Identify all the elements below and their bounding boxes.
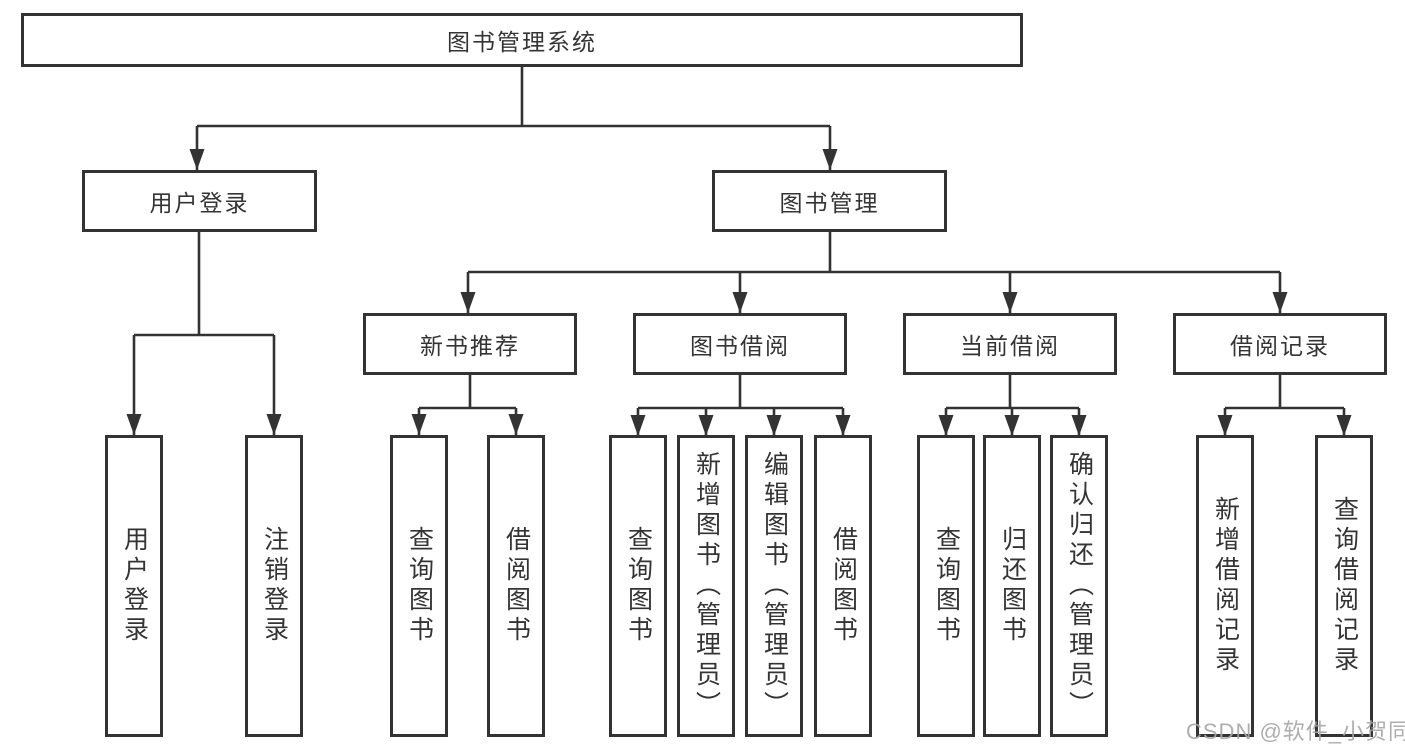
leaf-user-login-label: 用户登录 — [120, 526, 149, 646]
leaf-bb-query-books-label: 查询图书 — [624, 526, 653, 646]
node-current-borrowing: 当前借阅 — [903, 313, 1117, 375]
leaf-cb-query-books: 查询图书 — [917, 435, 975, 737]
node-book-borrowing-label: 图书借阅 — [690, 333, 790, 359]
node-book-borrowing: 图书借阅 — [633, 313, 847, 375]
leaf-bb-query-books: 查询图书 — [609, 435, 667, 737]
leaf-nb-borrow-books-label: 借阅图书 — [502, 526, 531, 646]
leaf-cb-return-books: 归还图书 — [983, 435, 1041, 737]
node-new-book-recommend: 新书推荐 — [363, 313, 577, 375]
leaf-cb-query-books-label: 查询图书 — [932, 526, 961, 646]
node-current-borrowing-label: 当前借阅 — [960, 333, 1060, 359]
leaf-cb-confirm-return-admin-label: 确认归还（管理员） — [1065, 451, 1094, 721]
leaf-nb-query-books-label: 查询图书 — [405, 526, 434, 646]
leaf-nb-query-books: 查询图书 — [390, 435, 448, 737]
leaf-br-add-record: 新增借阅记录 — [1196, 435, 1254, 737]
node-root-label: 图书管理系统 — [447, 29, 597, 55]
leaf-logout-label: 注销登录 — [260, 526, 289, 646]
leaf-br-query-record: 查询借阅记录 — [1315, 435, 1373, 737]
leaf-br-add-record-label: 新增借阅记录 — [1211, 496, 1240, 676]
node-new-book-recommend-label: 新书推荐 — [420, 333, 520, 359]
node-root: 图书管理系统 — [21, 13, 1023, 67]
leaf-bb-edit-books-admin: 编辑图书（管理员） — [745, 435, 803, 737]
leaf-bb-add-books-admin-label: 新增图书（管理员） — [692, 451, 721, 721]
leaf-cb-confirm-return-admin: 确认归还（管理员） — [1050, 435, 1108, 737]
node-book-management-label: 图书管理 — [779, 190, 880, 216]
leaf-br-query-record-label: 查询借阅记录 — [1330, 496, 1359, 676]
node-user-login-label: 用户登录 — [149, 190, 250, 216]
leaf-bb-borrow-books: 借阅图书 — [814, 435, 872, 737]
leaf-bb-borrow-books-label: 借阅图书 — [829, 526, 858, 646]
leaf-user-login: 用户登录 — [105, 435, 163, 737]
csdn-watermark: CSDN @软件_小贺同学 — [1186, 719, 1405, 744]
node-borrowing-records: 借阅记录 — [1173, 313, 1387, 375]
leaf-logout: 注销登录 — [245, 435, 303, 737]
node-book-management: 图书管理 — [712, 170, 947, 232]
node-borrowing-records-label: 借阅记录 — [1230, 333, 1330, 359]
leaf-bb-edit-books-admin-label: 编辑图书（管理员） — [760, 451, 789, 721]
leaf-cb-return-books-label: 归还图书 — [998, 526, 1027, 646]
leaf-bb-add-books-admin: 新增图书（管理员） — [677, 435, 735, 737]
node-user-login: 用户登录 — [82, 170, 317, 232]
leaf-nb-borrow-books: 借阅图书 — [487, 435, 545, 737]
